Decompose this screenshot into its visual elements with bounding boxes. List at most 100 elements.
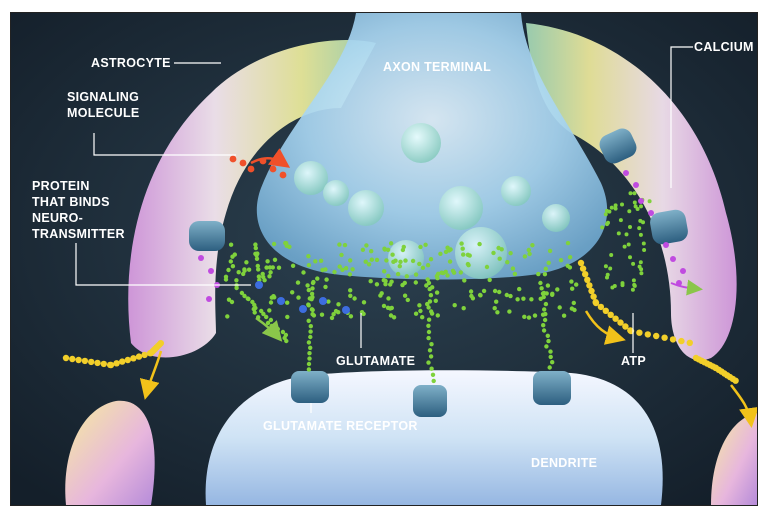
atp-dot	[88, 359, 94, 365]
glutamate-dot	[621, 283, 625, 287]
glutamate-dot	[628, 225, 632, 229]
glutamate-dot	[336, 310, 340, 314]
glutamate-dot	[420, 315, 424, 319]
label-calcium: CALCIUM	[694, 40, 754, 54]
atp-dot	[586, 282, 592, 288]
glutamate-dot	[230, 255, 234, 259]
glutamate-dot	[264, 315, 268, 319]
glutamate-dot	[429, 257, 433, 261]
glutamate-dot	[418, 309, 422, 313]
glutamate-dot	[444, 250, 448, 254]
glutamate-dot	[269, 300, 273, 304]
atp-dot	[582, 271, 588, 277]
glutamate-dot	[541, 313, 545, 317]
glutamate-dot	[609, 253, 613, 257]
glutamate-dot	[648, 199, 652, 203]
glutamate-dot	[572, 308, 576, 312]
glutamate-dot	[403, 294, 407, 298]
signaling-dot	[240, 160, 247, 167]
glutamate-dot	[627, 243, 631, 247]
glutamate-dot	[330, 316, 334, 320]
glutamate-dot	[231, 264, 235, 268]
glutamate-dot	[544, 267, 548, 271]
protein-dot	[277, 297, 285, 305]
glutamate-dot	[389, 241, 393, 245]
atp-dot	[578, 260, 584, 266]
glutamate-dot	[508, 294, 512, 298]
glutamate-dot	[633, 201, 637, 205]
glutamate-dot	[324, 277, 328, 281]
glutamate-dot	[431, 373, 435, 377]
glutamate-dot	[625, 232, 629, 236]
glutamate-dot	[637, 226, 641, 230]
glutamate-dot	[337, 242, 341, 246]
glutamate-dot	[452, 271, 456, 275]
glutamate-dot	[428, 348, 432, 352]
glutamate-dot	[466, 263, 470, 267]
glutamate-dot	[435, 290, 439, 294]
glutamate-dot	[558, 305, 562, 309]
glutamate-dot	[505, 293, 509, 297]
glutamate-dot	[284, 339, 288, 343]
glutamate-dot	[548, 365, 552, 369]
glutamate-dot	[608, 267, 612, 271]
glutamate-dot	[639, 271, 643, 275]
glutamate-dot	[639, 260, 643, 264]
glutamate-dot	[308, 346, 312, 350]
glutamate-dot	[538, 281, 542, 285]
glutamate-dot	[307, 356, 311, 360]
glutamate-dot	[426, 263, 430, 267]
glutamate-dot	[445, 273, 449, 277]
glutamate-dot	[613, 284, 617, 288]
atp-dot	[119, 358, 125, 364]
glutamate-dot	[461, 252, 465, 256]
glutamate-dot	[307, 367, 311, 371]
calcium-dot	[680, 268, 686, 274]
glutamate-dot	[542, 307, 546, 311]
glutamate-dot	[543, 318, 547, 322]
glutamate-dot	[271, 265, 275, 269]
atp-dot	[580, 265, 586, 271]
glutamate-dot	[403, 258, 407, 262]
glutamate-dot	[323, 285, 327, 289]
glutamate-dot	[426, 360, 430, 364]
glutamate-dot	[225, 314, 229, 318]
glutamate-dot	[507, 309, 511, 313]
glutamate-dot	[308, 329, 312, 333]
glutamate-dot	[517, 287, 521, 291]
glutamate-dot	[311, 281, 315, 285]
atp-dot	[732, 378, 738, 384]
calcium-dot	[648, 210, 654, 216]
glutamate-dot	[285, 301, 289, 305]
glutamate-dot	[461, 247, 465, 251]
glutamate-dot	[478, 293, 482, 297]
label-glutamate: GLUTAMATE	[336, 354, 415, 368]
glutamate-dot	[290, 290, 294, 294]
glutamate-dot	[272, 242, 276, 246]
glutamate-dot	[642, 248, 646, 252]
glutamate-dot	[436, 313, 440, 317]
atp-dot	[141, 352, 147, 358]
glutamate-dot	[570, 287, 574, 291]
atp-dot	[101, 361, 107, 367]
glutamate-dot	[229, 243, 233, 247]
glutamate-dot	[370, 258, 374, 262]
glutamate-dot	[256, 267, 260, 271]
glutamate-dot	[405, 274, 409, 278]
glutamate-dot	[391, 260, 395, 264]
glutamate-dot	[544, 302, 548, 306]
glutamate-dot	[541, 323, 545, 327]
glutamate-dot	[428, 287, 432, 291]
glutamate-dot	[315, 276, 319, 280]
glutamate-dot	[619, 218, 623, 222]
glutamate-dot	[348, 294, 352, 298]
glutamate-dot	[559, 258, 563, 262]
protein-dot	[255, 281, 263, 289]
atp-dot	[687, 340, 693, 346]
glutamate-dot	[632, 278, 636, 282]
glutamate-dot	[284, 241, 288, 245]
atp-dot	[678, 338, 684, 344]
glutamate-dot	[639, 233, 643, 237]
glutamate-dot	[339, 253, 343, 257]
glutamate-dot	[344, 266, 348, 270]
